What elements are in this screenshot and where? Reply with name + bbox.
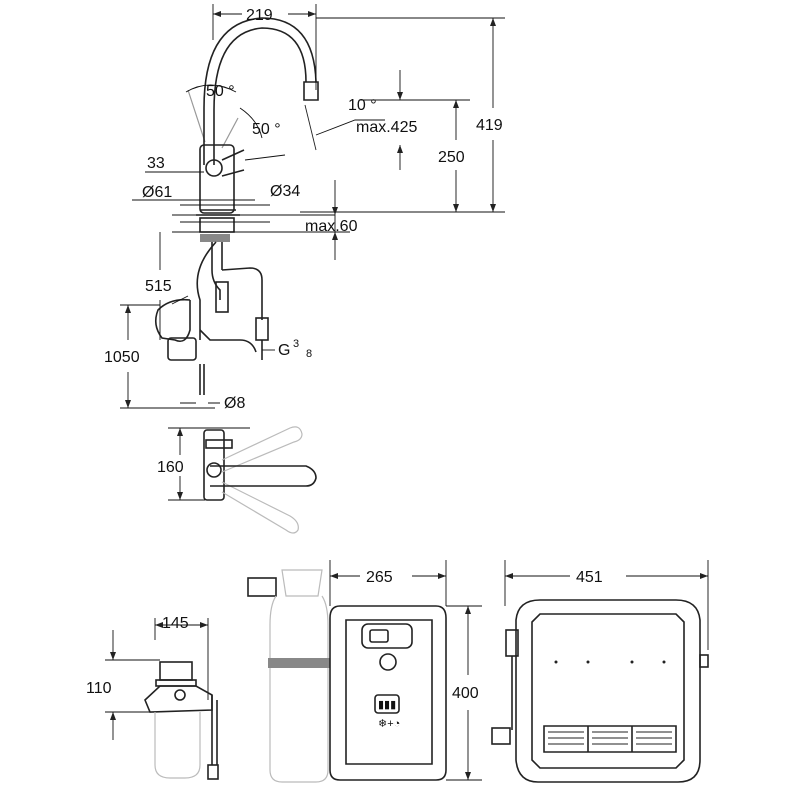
tube-diameter-label: Ø8 (224, 395, 245, 412)
base-diameter-label: Ø61 (142, 184, 172, 201)
overall-length-label: 1050 (104, 349, 140, 366)
max-reach-label: max.425 (356, 119, 417, 136)
spout-tilt-label: 10 ° (348, 97, 377, 114)
handle-height-label: 160 (157, 459, 184, 476)
chiller-depth-label: 451 (576, 569, 603, 586)
chiller-side-drawing: 451 (491, 560, 709, 783)
handle-top-view: 160 (157, 426, 317, 534)
filter-height-label: 110 (86, 680, 112, 697)
swivel-left-label: 50 ° (206, 83, 235, 100)
panel-icon-text: ▮▮▮ (378, 699, 396, 711)
thread-num-label: 3 (293, 338, 299, 350)
thread-den-label: 8 (306, 348, 312, 360)
chiller-width-label: 265 (366, 569, 393, 586)
faucet-dimension-labels: 219 419 250 50 ° 50 ° 10 ° max.425 33 Ø6… (104, 7, 503, 412)
hole-diameter-label: Ø34 (270, 183, 300, 200)
faucet-width-label: 219 (246, 7, 273, 24)
swivel-right-label: 50 ° (252, 121, 281, 138)
faucet-dimensions (120, 4, 505, 409)
co2-bottle-drawing (247, 569, 330, 783)
hose-length-label: 515 (145, 278, 172, 295)
max-thickness-label: max.60 (305, 218, 358, 235)
body-offset-label: 33 (147, 155, 165, 172)
spout-height-label: 250 (438, 149, 465, 166)
filter-drawing: 145 110 (86, 615, 219, 780)
faucet-height-label: 419 (476, 117, 503, 134)
chiller-front-drawing: ▮▮▮ ❄+◔ 265 400 (329, 560, 482, 781)
filter-width-label: 145 (162, 615, 189, 632)
panel-sub-text: ❄+◔ (378, 718, 400, 730)
thread-label: G (278, 342, 290, 359)
chiller-height-label: 400 (452, 685, 479, 702)
